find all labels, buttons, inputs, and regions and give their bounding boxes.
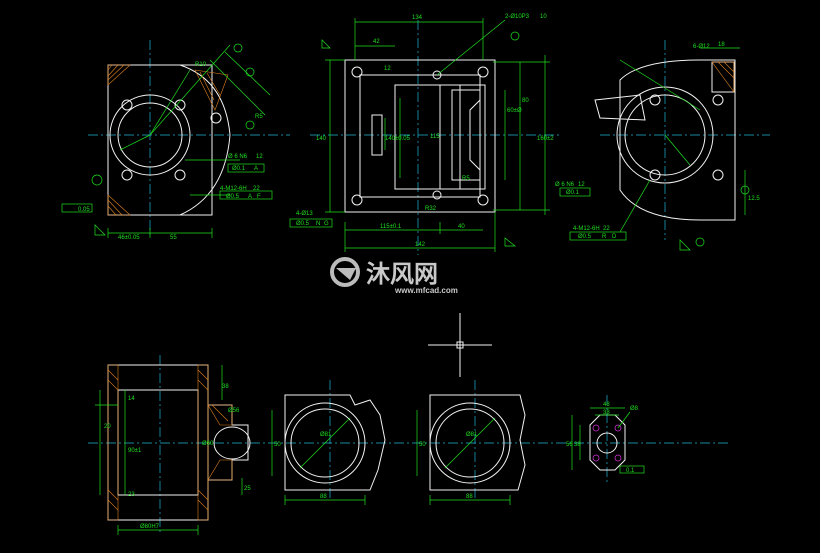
dim-top-134: 134 bbox=[412, 15, 423, 21]
dim-front-thread: 4-M12-6H bbox=[220, 186, 247, 192]
dim-top-fn: N bbox=[316, 221, 320, 227]
dim-right-thread: 4-M12-6H bbox=[573, 226, 600, 232]
dim-right-18: 18 bbox=[718, 42, 725, 48]
dim-bot1-20: 20 bbox=[104, 424, 111, 430]
dimension-labels: 46±0.05 55 0.05 4-M12-6H 22 Ø0.5 A F Ø 6… bbox=[78, 14, 760, 530]
dim-top-r5: R5 bbox=[462, 176, 470, 182]
dim-bot4-d8: Ø8 bbox=[630, 406, 639, 412]
dim-bot4-56: 56 bbox=[566, 442, 573, 448]
centerlines bbox=[88, 20, 770, 535]
dim-right-fr: R bbox=[602, 234, 607, 240]
dim-front-note2: 12 bbox=[256, 154, 263, 160]
dim-bot1-25: 25 bbox=[244, 486, 251, 492]
watermark: 沐风网 www.mfcad.com bbox=[330, 257, 458, 295]
crosshair-marker bbox=[428, 313, 492, 377]
view-flange bbox=[571, 407, 645, 474]
dim-top-holes: 2-Ø10P3 bbox=[505, 14, 530, 20]
view-top-middle bbox=[289, 18, 550, 252]
dim-bot4-48: 48 bbox=[603, 402, 610, 408]
dim-bot4-38v: 38 bbox=[574, 442, 581, 448]
dim-right-125: 12.5 bbox=[748, 196, 760, 202]
dim-right-pos: Ø0.5 bbox=[578, 234, 592, 240]
dim-top-pos: Ø0.5 bbox=[296, 221, 310, 227]
dim-bot3-81: Ø81 bbox=[466, 432, 478, 438]
dim-front-r10: R10 bbox=[195, 62, 207, 68]
dim-front-55: 55 bbox=[170, 235, 177, 241]
view-bore-b bbox=[416, 394, 526, 505]
dim-top-140b: 140±0.05 bbox=[385, 136, 411, 142]
dim-top-r32: R32 bbox=[425, 206, 437, 212]
dim-top-40: 40 bbox=[458, 224, 465, 230]
dim-bot1-23: 23 bbox=[128, 492, 135, 498]
dim-bot1-14: 14 bbox=[128, 396, 135, 402]
dim-bot3-88: 88 bbox=[466, 494, 473, 500]
dim-front-fa: A bbox=[248, 194, 252, 200]
dim-top-80: 80 bbox=[522, 98, 529, 104]
dim-front-note4: A bbox=[254, 166, 258, 172]
dim-front-46: 46±0.05 bbox=[118, 235, 140, 241]
dim-right-note2: 12 bbox=[578, 182, 585, 188]
view-side-right bbox=[559, 47, 750, 251]
dim-bot1-80: Ø80H7 bbox=[140, 524, 160, 530]
dim-top-12: 12 bbox=[384, 66, 391, 72]
dim-right-note3: Ø0.1 bbox=[566, 190, 580, 196]
dim-front-depth: 22 bbox=[253, 186, 260, 192]
dim-bot3-50: 50 bbox=[419, 442, 426, 448]
dim-front-flatness: 0.05 bbox=[78, 207, 90, 213]
view-bore-a bbox=[271, 394, 386, 505]
dim-front-r5: R5 bbox=[255, 114, 263, 120]
dim-bot4-ref: 0.1 bbox=[626, 468, 635, 474]
dim-bot1-56: Ø56 bbox=[228, 408, 240, 414]
view-front-left bbox=[61, 43, 273, 238]
dim-front-pos: Ø0.5 bbox=[226, 194, 240, 200]
dim-bot2-81: Ø81 bbox=[320, 432, 332, 438]
view-section-bottom bbox=[95, 364, 251, 535]
watermark-url: www.mfcad.com bbox=[394, 286, 458, 295]
dim-top-160: 160±2 bbox=[537, 136, 554, 142]
dim-top-fg: G bbox=[324, 221, 329, 227]
dim-bot2-88: 88 bbox=[320, 494, 327, 500]
dim-front-fb: F bbox=[257, 194, 261, 200]
dim-top-4holes: 4-Ø13 bbox=[296, 211, 313, 217]
dim-bot4-38: 38 bbox=[603, 410, 610, 416]
dim-bot1-38: 38 bbox=[222, 384, 229, 390]
dim-top-140: 140 bbox=[316, 136, 327, 142]
dim-top-depth: 10 bbox=[540, 14, 547, 20]
dim-top-142: 142 bbox=[415, 242, 426, 248]
dim-top-115h: 115 bbox=[430, 134, 440, 140]
dim-front-note1: Ø 6 N6 bbox=[228, 154, 248, 160]
dim-bot2-50: 50 bbox=[274, 442, 281, 448]
dim-top-42: 42 bbox=[373, 39, 380, 45]
dim-right-depth: 22 bbox=[603, 226, 610, 232]
dim-right-note1: Ø 6 N6 bbox=[555, 182, 575, 188]
watermark-brand: 沐风网 bbox=[366, 261, 438, 288]
dim-bot1-60: Ø60 bbox=[202, 441, 214, 447]
dim-bot1-90: 90±1 bbox=[128, 448, 142, 454]
dim-top-60: 60±Ø bbox=[507, 108, 522, 114]
dim-right-fd: D bbox=[612, 234, 617, 240]
dim-front-note3: Ø0.1 bbox=[232, 166, 246, 172]
dim-right-d12: 6-Ø12 bbox=[693, 44, 710, 50]
dim-top-115w: 115±0.1 bbox=[380, 224, 402, 230]
